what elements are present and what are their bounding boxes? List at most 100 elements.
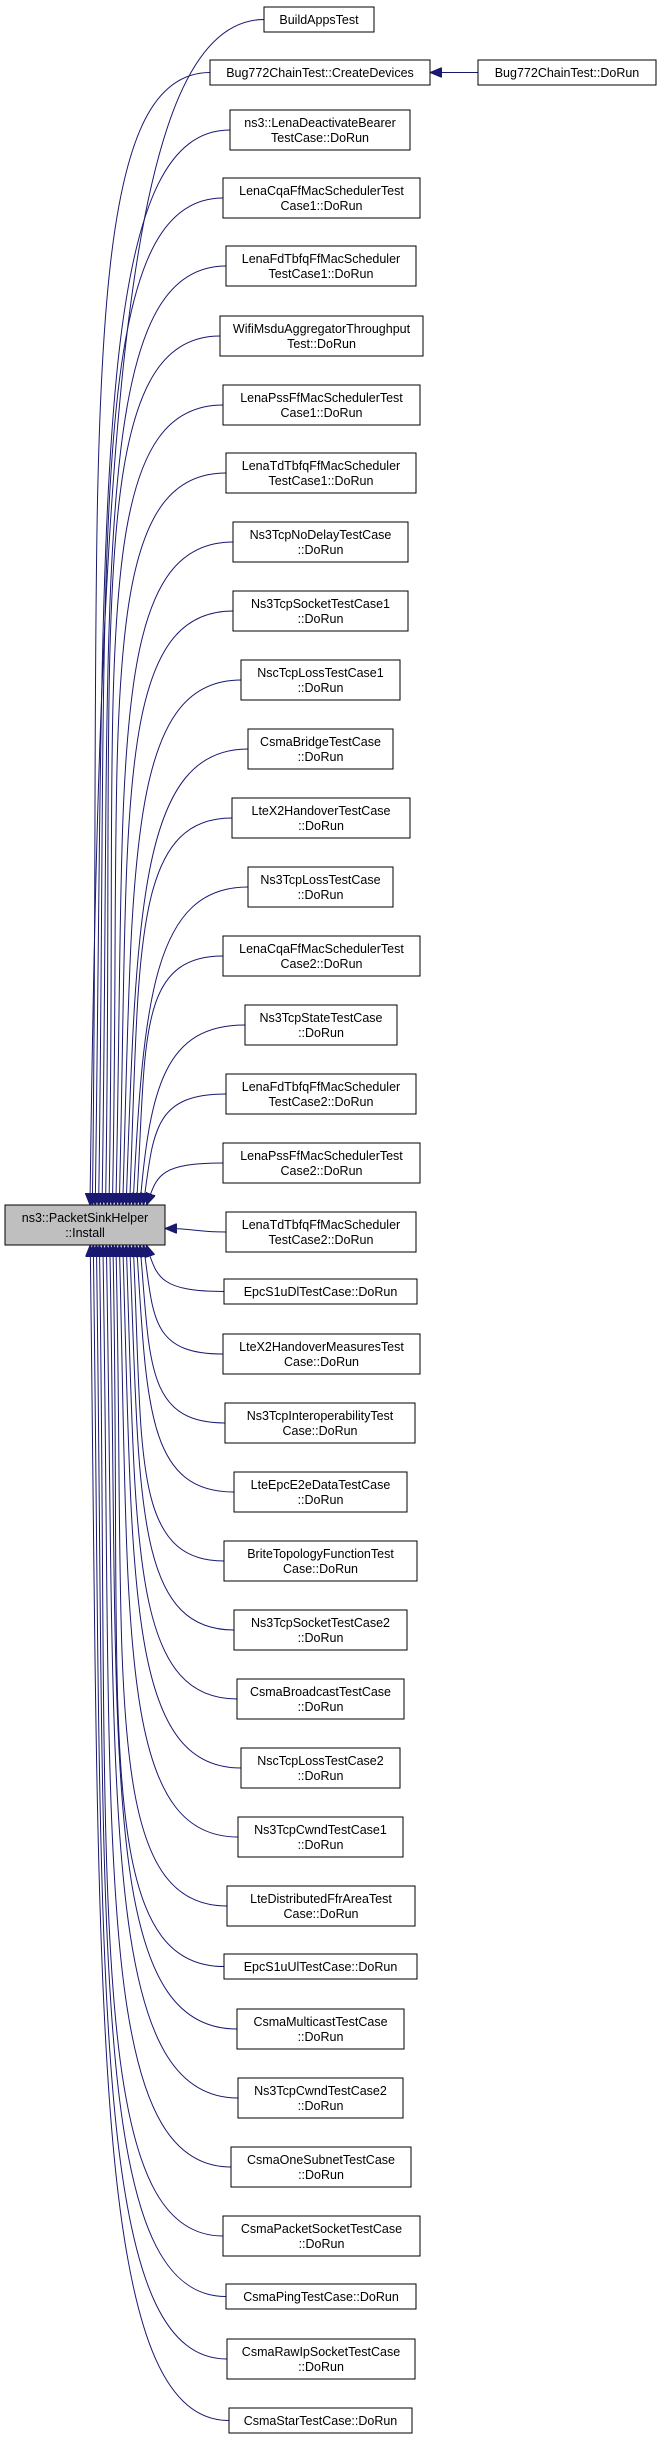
caller-node-29-label-1: LteDistributedFfrAreaTest [250,1892,392,1906]
root-node-packet-sink-helper-install[interactable]: ns3::PacketSinkHelper::Install [4,1204,166,1246]
caller-node-25[interactable]: Ns3TcpSocketTestCase2::DoRun [233,1609,408,1651]
caller-node-10[interactable]: Ns3TcpSocketTestCase1::DoRun [232,590,409,632]
edge-n36-to-root [93,1246,228,2360]
caller-node-37[interactable]: CsmaStarTestCase::DoRun [228,2407,413,2434]
edge-n14-to-root [133,886,249,1204]
caller-node-21-label-1: LteX2HandoverMeasuresTest [239,1340,404,1354]
edge-n27-to-root [123,1246,242,1769]
caller-node-8-box [225,452,417,494]
caller-node-16-label-2: ::DoRun [298,1026,344,1040]
caller-node-23[interactable]: LteEpcE2eDataTestCase::DoRun [233,1471,408,1513]
caller-node-10-label-2: ::DoRun [298,612,344,626]
caller-node-33[interactable]: CsmaOneSubnetTestCase::DoRun [230,2146,412,2188]
caller-node-12-box [247,728,394,770]
edge-n37-to-root [90,1246,230,2421]
caller-node-25-box [233,1609,408,1651]
caller-node-11[interactable]: NscTcpLossTestCase1::DoRun [240,659,401,701]
caller-node-13[interactable]: LteX2HandoverTestCase::DoRun [231,797,411,839]
caller-node-27-label-1: NscTcpLossTestCase2 [257,1754,383,1768]
edge-n5-to-root [102,265,227,1204]
caller-node-28[interactable]: Ns3TcpCwndTestCase1::DoRun [237,1816,404,1858]
edge-n31-to-root [110,1246,238,2030]
caller-node-36[interactable]: CsmaRawIpSocketTestCase::DoRun [226,2338,416,2380]
edge-n20-to-root [147,1246,225,1292]
edge-n18-to-root [147,1162,224,1204]
edge-n24-to-root [133,1246,225,1562]
caller-node-28-box [237,1816,404,1858]
edge-n23-to-root [137,1246,235,1493]
caller-node-15-label-2: Case2::DoRun [281,957,363,971]
caller-node-6-box [219,315,424,357]
caller-node-20-label-1: EpcS1uDlTestCase::DoRun [244,1285,398,1299]
caller-node-9[interactable]: Ns3TcpNoDelayTestCase::DoRun [232,521,409,563]
root-node-packet-sink-helper-install-label-2: ::Install [65,1226,105,1240]
root-node-packet-sink-helper-install-box [4,1204,166,1246]
caller-node-31-label-2: ::DoRun [298,2030,344,2044]
caller-node-27[interactable]: NscTcpLossTestCase2::DoRun [240,1747,401,1789]
caller-node-10-box [232,590,409,632]
caller-node-19-label-2: TestCase2::DoRun [269,1233,374,1247]
caller-node-14-box [247,866,394,908]
caller-node-12[interactable]: CsmaBridgeTestCase::DoRun [247,728,394,770]
edge-n16-to-root [140,1024,246,1204]
caller-node-16[interactable]: Ns3TcpStateTestCase::DoRun [244,1004,398,1046]
caller-node-32[interactable]: Ns3TcpCwndTestCase2::DoRun [237,2077,404,2119]
caller-node-32-label-1: Ns3TcpCwndTestCase2 [254,2084,387,2098]
caller-node-17-label-1: LenaFdTbfqFfMacScheduler [242,1080,400,1094]
edge-n28-to-root [119,1246,239,1838]
caller-node-bug772-chain-test-dorun[interactable]: Bug772ChainTest::DoRun [477,59,657,86]
caller-node-2[interactable]: Bug772ChainTest::CreateDevices [209,59,431,86]
edge-n10-to-root [119,610,234,1204]
caller-node-4-box [222,177,421,219]
caller-node-3-label-1: ns3::LenaDeactivateBearer [244,116,395,130]
caller-node-35[interactable]: CsmaPingTestCase::DoRun [225,2283,417,2310]
caller-node-23-label-1: LteEpcE2eDataTestCase [251,1478,391,1492]
caller-node-35-label-1: CsmaPingTestCase::DoRun [243,2290,399,2304]
caller-node-5-box [225,245,417,287]
edge-n29-to-root [116,1246,228,1907]
caller-node-24-label-1: BriteTopologyFunctionTest [247,1547,394,1561]
caller-node-17-label-2: TestCase2::DoRun [269,1095,374,1109]
caller-node-15-label-1: LenaCqaFfMacSchedulerTest [239,942,404,956]
caller-node-15-box [222,935,421,977]
caller-node-26-label-1: CsmaBroadcastTestCase [250,1685,391,1699]
caller-node-31[interactable]: CsmaMulticastTestCase::DoRun [236,2008,405,2050]
edge-n21-to-root [144,1246,224,1355]
caller-node-11-label-1: NscTcpLossTestCase1 [257,666,383,680]
caller-node-20[interactable]: EpcS1uDlTestCase::DoRun [223,1278,418,1305]
caller-node-26[interactable]: CsmaBroadcastTestCase::DoRun [236,1678,405,1720]
caller-node-4-label-1: LenaCqaFfMacSchedulerTest [239,184,404,198]
caller-node-6-label-1: WifiMsduAggregatorThroughput [233,322,411,336]
caller-node-1[interactable]: BuildAppsTest [263,6,375,33]
caller-node-14[interactable]: Ns3TcpLossTestCase::DoRun [247,866,394,908]
caller-node-18-box [222,1142,421,1184]
edge-n2-to-root [92,72,211,1205]
nodes: ns3::PacketSinkHelper::Install BuildAppsT… [4,6,657,2434]
edge-n35-to-root [96,1246,227,2297]
caller-node-32-label-2: ::DoRun [298,2099,344,2113]
edge-n25-to-root [130,1246,235,1631]
caller-node-4-label-2: Case1::DoRun [281,199,363,213]
caller-node-18-label-2: Case2::DoRun [281,1164,363,1178]
caller-node-17-box [225,1073,417,1115]
edge-n12-to-root [126,748,249,1204]
edge-n26-to-root [126,1246,238,1700]
caller-node-30[interactable]: EpcS1uUlTestCase::DoRun [223,1953,418,1980]
caller-node-31-box [236,2008,405,2050]
caller-node-1-label-1: BuildAppsTest [279,13,359,27]
caller-node-34[interactable]: CsmaPacketSocketTestCase::DoRun [222,2215,421,2257]
